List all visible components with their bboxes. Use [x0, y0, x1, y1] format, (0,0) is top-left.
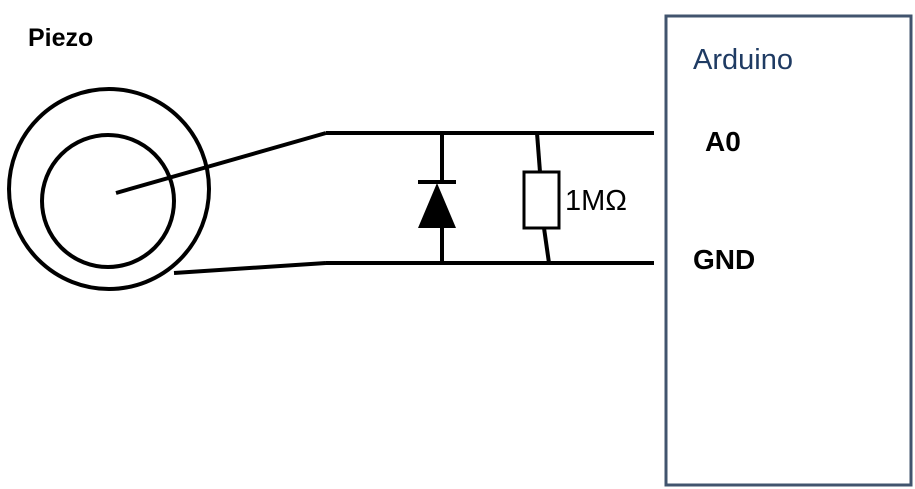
resistor-value-label: 1MΩ [565, 185, 627, 217]
piezo-inner-ring [40, 133, 176, 269]
pin-a0-label: A0 [705, 126, 741, 157]
pin-gnd-label: GND [693, 244, 756, 275]
arduino-label: Arduino [693, 44, 793, 76]
arduino-box [664, 14, 913, 487]
wires [115, 131, 654, 275]
diode [418, 133, 456, 263]
resistor-lead-top [535, 132, 542, 173]
piezo-outer-lead [173, 261, 327, 275]
diode-triangle [418, 183, 456, 228]
piezo-label: Piezo [28, 24, 94, 52]
piezo-element [7, 87, 211, 291]
piezo-outer-ring [7, 87, 211, 291]
resistor [522, 132, 561, 264]
resistor-body [522, 170, 561, 230]
resistor-lead-bottom [542, 227, 551, 264]
piezo-center-lead [115, 131, 327, 195]
